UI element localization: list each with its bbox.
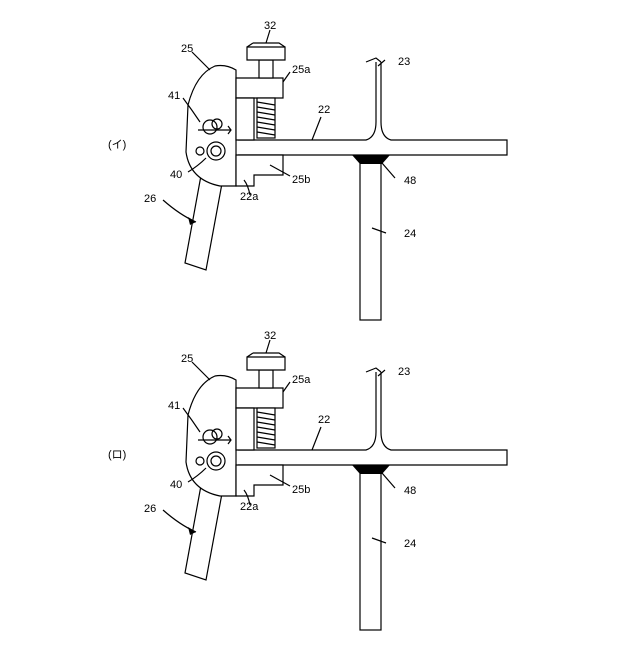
figure-caption: (ロ) xyxy=(108,449,126,461)
plate-22 xyxy=(238,62,507,155)
clamp-inner-upper xyxy=(236,98,254,140)
label-41: 41 xyxy=(168,90,180,102)
bolt-shank xyxy=(259,370,273,388)
label-25a: 25a xyxy=(292,374,311,386)
label-23: 23 xyxy=(398,56,410,68)
label-22a: 22a xyxy=(240,501,259,513)
label-40: 40 xyxy=(170,479,182,491)
clamp-jaw-upper-25a xyxy=(236,78,283,98)
clamp-jaw-upper-25a xyxy=(236,388,283,408)
figure-caption: (イ) xyxy=(108,139,126,151)
label-25: 25 xyxy=(181,353,193,365)
bolt-shank xyxy=(259,60,273,78)
label-22: 22 xyxy=(318,104,330,116)
label-48: 48 xyxy=(404,175,416,187)
label-40: 40 xyxy=(170,169,182,181)
label-32: 32 xyxy=(264,20,276,32)
label-26: 26 xyxy=(144,503,156,515)
label-25b: 25b xyxy=(292,174,310,186)
label-25b: 25b xyxy=(292,484,310,496)
bolt-head-32 xyxy=(247,43,285,60)
weld-48 xyxy=(352,465,390,474)
figure-i: (イ) 32 25 xyxy=(108,20,507,320)
flange-break xyxy=(366,368,381,372)
clamp-inner-upper xyxy=(236,408,254,450)
web-24 xyxy=(360,163,381,320)
label-23: 23 xyxy=(398,366,410,378)
clamp-jaw-lower-25b xyxy=(236,155,283,186)
label-48: 48 xyxy=(404,485,416,497)
label-25a: 25a xyxy=(292,64,311,76)
figure-ro: (ロ) 32 25 25a 23 41 22 40 25b 48 22a 26 … xyxy=(108,330,507,630)
weld-48 xyxy=(352,155,390,164)
plate-22 xyxy=(238,372,507,465)
flange-break xyxy=(366,58,381,62)
label-24: 24 xyxy=(404,228,416,240)
bolt-head-32 xyxy=(247,353,285,370)
label-32: 32 xyxy=(264,330,276,342)
label-25: 25 xyxy=(181,43,193,55)
label-24: 24 xyxy=(404,538,416,550)
label-41: 41 xyxy=(168,400,180,412)
clamp-jaw-lower-25b xyxy=(236,465,283,496)
label-22: 22 xyxy=(318,414,330,426)
web-24 xyxy=(360,473,381,630)
label-22a: 22a xyxy=(240,191,259,203)
label-26: 26 xyxy=(144,193,156,205)
